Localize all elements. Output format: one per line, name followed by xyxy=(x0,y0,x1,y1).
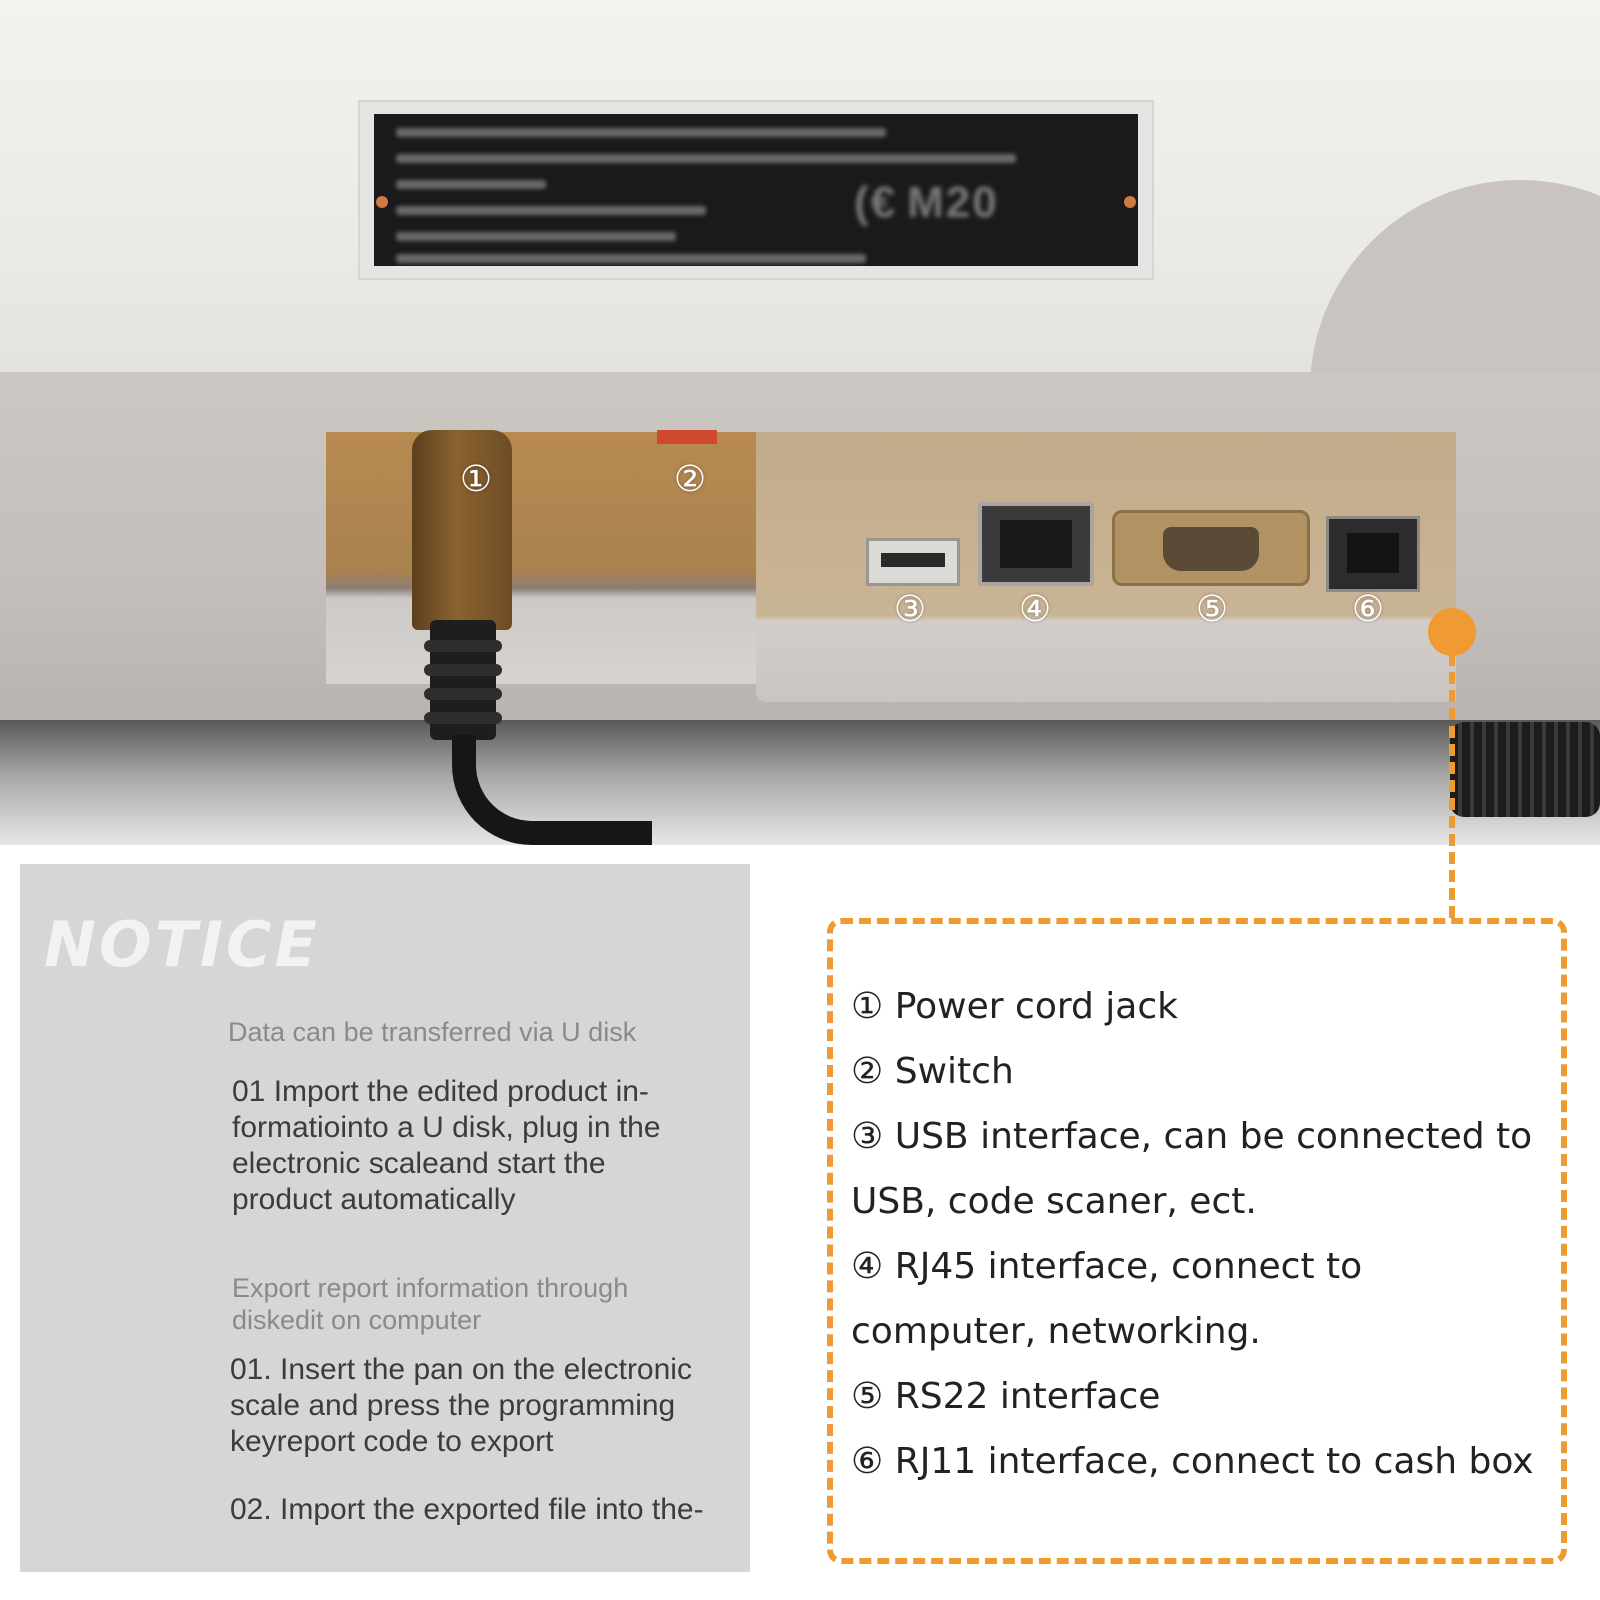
nameplate-text-line xyxy=(396,154,1016,163)
strain-relief-rib xyxy=(424,664,502,676)
legend-text: RJ11 interface, connect to cash box xyxy=(894,1441,1534,1482)
legend-number: ⑥ xyxy=(851,1441,884,1482)
legend-item-power-cord: ① Power cord jack xyxy=(851,974,1556,1039)
legend-number: ① xyxy=(851,986,884,1027)
notice-panel: NOTICE Data can be transferred via U dis… xyxy=(20,864,750,1572)
power-cord-plug xyxy=(412,430,512,630)
photo-label-6: ⑥ xyxy=(1351,589,1385,630)
power-switch xyxy=(657,430,717,444)
legend-text: RS22 interface xyxy=(894,1376,1161,1417)
strain-relief-rib xyxy=(424,712,502,724)
legend-number: ④ xyxy=(851,1246,884,1287)
port-legend-box: ① Power cord jack ② Switch ③ USB interfa… xyxy=(827,918,1567,1564)
photo-label-3: ③ xyxy=(893,589,927,630)
product-photo: (€M20 ① ② ③ ④ ⑤ ⑥ xyxy=(0,0,1600,845)
nameplate-text-line xyxy=(396,128,886,137)
port-legend-list: ① Power cord jack ② Switch ③ USB interfa… xyxy=(851,974,1556,1494)
nameplate-rivet xyxy=(1124,196,1136,208)
legend-item-rj45: ④ RJ45 interface, connect to computer, n… xyxy=(851,1234,1556,1364)
nameplate-text-line xyxy=(396,206,706,215)
nameplate-text-line xyxy=(396,180,546,189)
photo-label-4: ④ xyxy=(1018,589,1052,630)
legend-number: ② xyxy=(851,1051,884,1092)
usb-port xyxy=(866,538,960,586)
photo-label-5: ⑤ xyxy=(1195,589,1229,630)
nameplate: (€M20 xyxy=(358,100,1154,280)
legend-text: Switch xyxy=(894,1051,1014,1092)
callout-leader-line xyxy=(1449,654,1455,918)
legend-item-rj11: ⑥ RJ11 interface, connect to cash box xyxy=(851,1429,1556,1494)
notice-step: 01 Import the edited product in- formati… xyxy=(232,1075,661,1216)
photo-label-2: ② xyxy=(673,459,707,500)
callout-dot xyxy=(1428,608,1476,656)
power-recess xyxy=(326,432,756,684)
nameplate-rivet xyxy=(376,196,388,208)
legend-number: ⑤ xyxy=(851,1376,884,1417)
nameplate-text-line xyxy=(396,232,676,241)
legend-text: RJ45 interface, connect to computer, net… xyxy=(851,1246,1363,1352)
legend-item-switch: ② Switch xyxy=(851,1039,1556,1104)
floor-shadow xyxy=(0,720,1600,845)
legend-number: ③ xyxy=(851,1116,884,1157)
strain-relief-rib xyxy=(424,688,502,700)
photo-label-1: ① xyxy=(459,459,493,500)
nameplate-ce-mark: (€M20 xyxy=(854,178,999,227)
notice-title: NOTICE xyxy=(44,908,320,981)
notice-subheading: Data can be transferred via U disk xyxy=(228,1017,637,1047)
strain-relief-rib xyxy=(424,640,502,652)
rj11-port xyxy=(1326,516,1420,592)
notice-step: 01. Insert the pan on the electronic sca… xyxy=(230,1353,692,1458)
legend-item-rs22: ⑤ RS22 interface xyxy=(851,1364,1556,1429)
rj45-port xyxy=(978,502,1094,586)
scale-foot xyxy=(1450,722,1600,817)
notice-subheading: Export report information through disked… xyxy=(232,1273,629,1335)
legend-item-usb: ③ USB interface, can be connected to USB… xyxy=(851,1104,1556,1234)
serial-port xyxy=(1112,510,1310,586)
notice-step: 02. Import the exported file into the- xyxy=(230,1493,704,1526)
legend-text: Power cord jack xyxy=(894,986,1179,1027)
nameplate-text-line xyxy=(396,254,866,263)
nameplate-label: (€M20 xyxy=(374,114,1138,266)
legend-text: USB interface, can be connected to USB, … xyxy=(851,1116,1533,1222)
